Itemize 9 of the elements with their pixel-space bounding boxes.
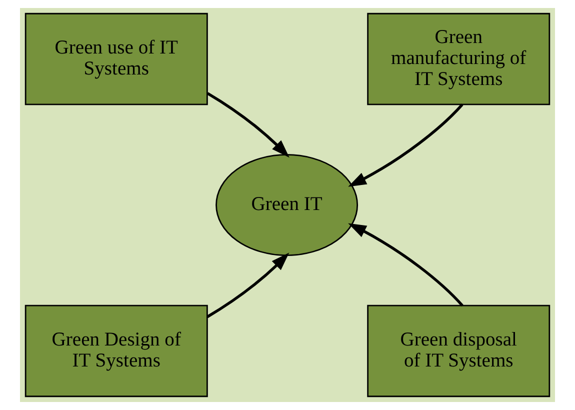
node-box: Green Design of IT Systems (24, 304, 208, 398)
arrow (206, 252, 290, 318)
arrow (206, 92, 290, 158)
arrow (348, 223, 464, 306)
node-box: Green use of IT Systems (24, 12, 208, 106)
node-box: Green manufacturing of IT Systems (367, 12, 550, 106)
node-box: Green disposal of IT Systems (367, 304, 550, 398)
node-ellipse: Green IT (216, 154, 358, 256)
arrow (348, 104, 464, 187)
